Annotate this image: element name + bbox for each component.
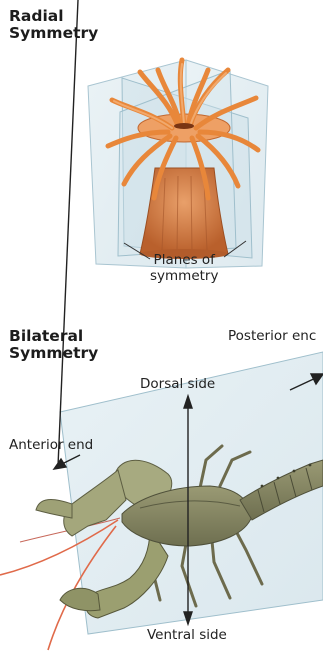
posterior-end-label: Posterior enc (228, 328, 316, 344)
radial-title-line1: Radial (9, 8, 98, 25)
ventral-side-label: Ventral side (147, 627, 227, 643)
planes-label-line2: symmetry (150, 268, 218, 284)
bilateral-title-line2: Symmetry (9, 345, 98, 362)
bilateral-title-line1: Bilateral (9, 328, 98, 345)
planes-of-symmetry-label: Planes of symmetry (150, 252, 218, 284)
planes-label-line1: Planes of (150, 252, 218, 268)
bilateral-symmetry-title: Bilateral Symmetry (9, 328, 98, 362)
radial-title-line2: Symmetry (9, 25, 98, 42)
dorsal-side-label: Dorsal side (140, 376, 215, 392)
anterior-end-label: Anterior end (9, 437, 93, 453)
radial-symmetry-title: Radial Symmetry (9, 8, 98, 42)
